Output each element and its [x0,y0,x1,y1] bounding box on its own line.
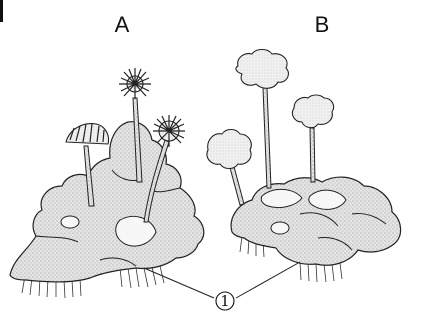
receptacle-b1 [207,130,251,169]
label-a: A [115,12,130,37]
thallus-b [231,177,400,265]
stalk-b1 [229,163,244,205]
receptacle-a3 [153,115,185,147]
receptacle-b2 [236,50,289,89]
pointer-label: 1 [220,292,230,310]
receptacle-b3 [292,95,333,128]
pointer-callout: 1 [144,262,300,310]
pore-a [61,216,79,228]
plant-b [207,50,401,283]
receptacle-a2 [119,68,151,99]
receptacle-a1 [66,124,109,144]
plant-a [10,68,204,298]
label-b: B [315,12,330,37]
edge-mark [0,0,3,22]
stalk-b2 [263,88,271,188]
leader-line-a [144,268,214,298]
leader-line-b [236,262,300,298]
stalk-b3 [310,128,315,182]
pore-b [271,222,289,234]
